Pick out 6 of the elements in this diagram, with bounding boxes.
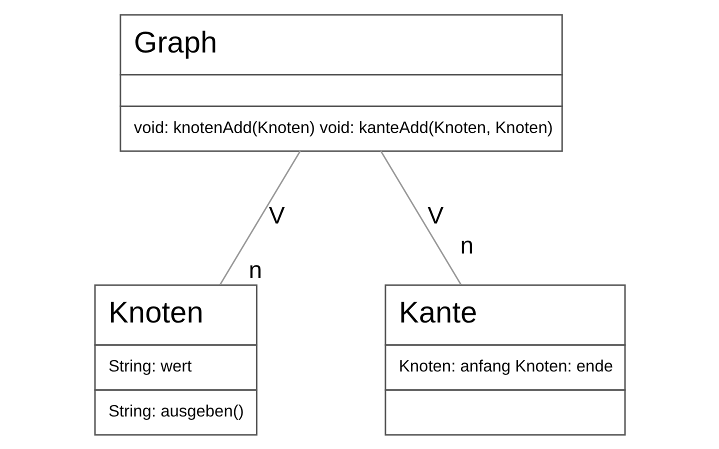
edge-label: V bbox=[268, 202, 284, 230]
label: n bbox=[248, 257, 262, 284]
label: n bbox=[460, 232, 474, 260]
connector bbox=[380, 150, 462, 286]
edge-label: V bbox=[427, 202, 444, 230]
connector bbox=[218, 150, 300, 286]
